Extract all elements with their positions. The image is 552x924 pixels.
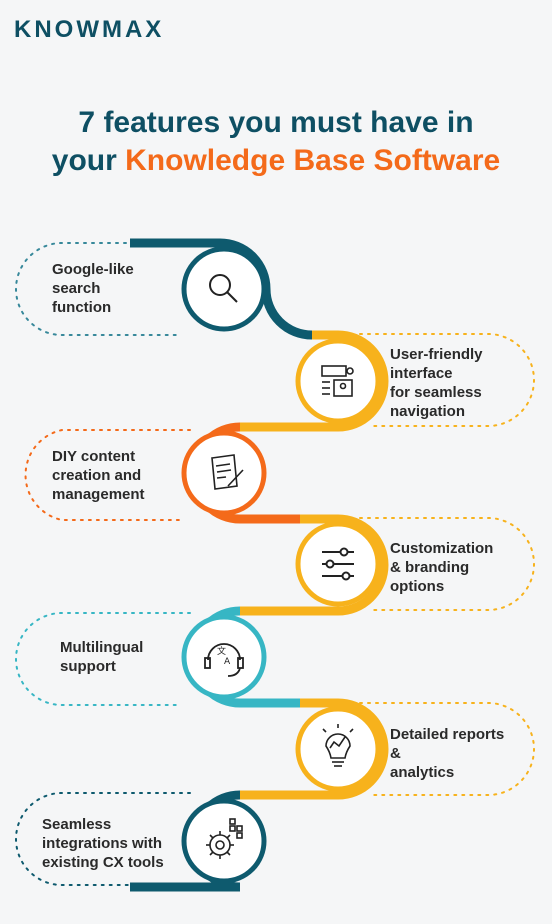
feature-circle-6 xyxy=(295,706,381,792)
title-line-2: your Knowledge Base Software xyxy=(0,142,552,180)
feature-4-line-3: options xyxy=(390,578,445,595)
feature-circle-5 xyxy=(181,614,267,700)
dotted-outline-1 xyxy=(15,242,191,336)
dotted-outline-2 xyxy=(359,333,535,427)
feature-6-line-3: analytics xyxy=(390,764,455,781)
brand-logo: KNOWMAX xyxy=(14,16,165,43)
feature-circle-1 xyxy=(181,246,267,332)
feature-3-line-1: DIY content xyxy=(52,448,136,465)
feature-2-line-1: User-friendly xyxy=(390,346,483,363)
ribbon-segment-2 xyxy=(240,330,389,432)
interface-icon xyxy=(321,365,354,397)
integration-gear-icon xyxy=(206,818,243,859)
search-icon xyxy=(209,274,238,303)
feature-circle-2 xyxy=(295,338,381,424)
feature-3-line-2: creation and xyxy=(52,467,142,484)
feature-3-line-3: management xyxy=(52,486,145,503)
feature-circle-3 xyxy=(181,430,267,516)
analytics-bulb-icon xyxy=(322,724,354,767)
feature-circle-7 xyxy=(181,798,267,884)
feature-label-4: Customization & branding options xyxy=(390,539,540,596)
dotted-outline-4 xyxy=(359,517,535,611)
sliders-icon xyxy=(322,547,354,581)
ribbon-segment-6 xyxy=(240,698,389,800)
feature-label-6: Detailed reports & analytics xyxy=(390,725,540,782)
feature-label-2: User-friendly interface for seamless nav… xyxy=(390,345,540,421)
title-prefix: your xyxy=(51,144,117,177)
feature-2-line-2: interface xyxy=(390,365,453,382)
dotted-outline-6 xyxy=(359,702,535,796)
multilingual-headset-icon: 文 A xyxy=(204,643,244,677)
dotted-outline-3 xyxy=(24,429,191,521)
ribbon-segment-4 xyxy=(240,514,389,616)
document-edit-icon xyxy=(211,454,244,490)
feature-label-3: DIY content creation and management xyxy=(52,447,202,504)
feature-7-line-3: existing CX tools xyxy=(42,854,164,871)
feature-4-line-2: & branding xyxy=(390,559,470,576)
feature-2-line-3: for seamless xyxy=(390,384,482,401)
feature-5-line-1: Multilingual xyxy=(60,639,144,656)
feature-label-5: Multilingual support xyxy=(60,638,210,676)
svg-text:A: A xyxy=(224,657,231,667)
feature-1-line-1: Google-like xyxy=(52,261,134,278)
feature-label-1: Google-like search function xyxy=(52,260,202,317)
title-line-1: 7 features you must have in xyxy=(78,106,474,139)
feature-5-line-2: support xyxy=(60,658,116,675)
feature-7-line-1: Seamless xyxy=(42,816,112,833)
svg-text:文: 文 xyxy=(217,645,226,657)
feature-6-line-1: Detailed reports xyxy=(390,726,505,743)
feature-4-line-1: Customization xyxy=(390,540,494,557)
feature-1-line-2: search xyxy=(52,280,101,297)
feature-6-line-2: & xyxy=(390,745,401,762)
feature-1-line-3: function xyxy=(52,299,112,316)
feature-2-line-4: navigation xyxy=(390,403,466,420)
page-title: 7 features you must have in your Knowled… xyxy=(0,104,552,180)
feature-label-7: Seamless integrations with existing CX t… xyxy=(42,815,192,872)
title-accent: Knowledge Base Software xyxy=(125,144,501,177)
dotted-outline-7 xyxy=(15,792,191,886)
dotted-outline-5 xyxy=(15,612,191,706)
feature-7-line-2: integrations with xyxy=(42,835,162,852)
